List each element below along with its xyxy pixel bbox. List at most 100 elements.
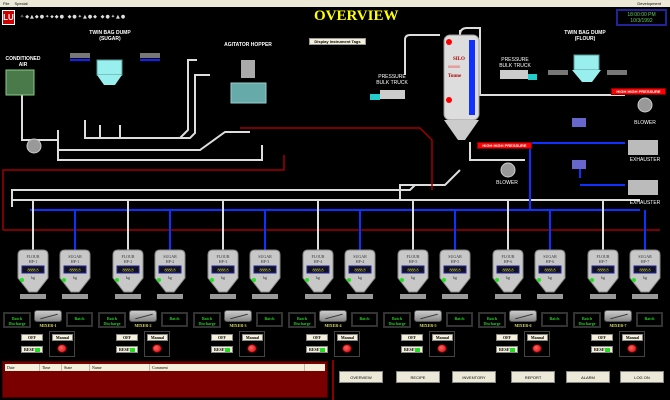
- mixer-unit-3: Batch Discharge MIXER-3 Batch OFF RESET …: [193, 300, 288, 358]
- sugar-hopper-label: HP-3: [261, 259, 269, 264]
- reset-button[interactable]: RESET: [211, 346, 233, 353]
- off-button[interactable]: OFF: [591, 334, 613, 341]
- batch-discharge-box[interactable]: Batch Discharge: [573, 312, 601, 328]
- screw-conveyor: [115, 294, 141, 299]
- weight-unit: kg: [126, 275, 130, 280]
- reset-button[interactable]: RESET: [496, 346, 518, 353]
- status-glyphs: ✧◆▲◆●✦⬥◆● ◆●✦▲●◆ ◆●✦▲●: [20, 14, 127, 20]
- mixer-label: MIXER-3: [229, 323, 247, 328]
- reset-button[interactable]: RESET: [21, 346, 43, 353]
- manual-button[interactable]: Manual: [242, 334, 263, 341]
- reset-button[interactable]: RESET: [306, 346, 328, 353]
- batch-discharge-box[interactable]: Batch Discharge: [478, 312, 506, 328]
- screw-conveyor: [347, 294, 373, 299]
- page-title: OVERVIEW: [314, 8, 399, 24]
- col-time[interactable]: Time: [40, 364, 62, 371]
- filter-icons: [572, 118, 586, 169]
- off-button[interactable]: OFF: [306, 334, 328, 341]
- batch-discharge-box[interactable]: Batch Discharge: [3, 312, 31, 328]
- batch-box[interactable]: Batch: [256, 312, 283, 327]
- environment-label: Development: [637, 1, 661, 6]
- twin-bag-dump-sugar-equipment: [70, 53, 160, 85]
- sugar-hopper-label: HP-6: [546, 259, 554, 264]
- nav-alarm-button[interactable]: ALARM: [566, 371, 610, 383]
- weight-reading: 8888.8: [640, 268, 651, 273]
- manual-button[interactable]: Manual: [52, 334, 73, 341]
- batch-discharge-box[interactable]: Batch Discharge: [193, 312, 221, 328]
- status-led: [62, 278, 66, 282]
- manual-button[interactable]: Manual: [622, 334, 643, 341]
- exhaust-header: [30, 142, 640, 211]
- blower-icons: [26, 97, 653, 178]
- manual-indicator-led[interactable]: [532, 344, 542, 353]
- nav-report-button[interactable]: REPORT: [511, 371, 555, 383]
- reset-led: [510, 348, 515, 352]
- manual-indicator-led[interactable]: [152, 344, 162, 353]
- off-button[interactable]: OFF: [21, 334, 43, 341]
- off-button[interactable]: OFF: [496, 334, 518, 341]
- menu-file[interactable]: File: [3, 1, 10, 6]
- off-button[interactable]: OFF: [116, 334, 138, 341]
- manual-button[interactable]: Manual: [337, 334, 358, 341]
- col-state[interactable]: State: [62, 364, 90, 371]
- status-led: [632, 278, 636, 282]
- weight-display: [211, 265, 235, 274]
- reset-label: RESET: [309, 347, 323, 352]
- alarm-high-high-pressure-flour[interactable]: HIGH HIGH PRESSURE: [611, 88, 666, 95]
- off-button[interactable]: OFF: [401, 334, 423, 341]
- batch-box[interactable]: Batch: [636, 312, 663, 327]
- manual-button[interactable]: Manual: [432, 334, 453, 341]
- batch-discharge-box[interactable]: Batch Discharge: [98, 312, 126, 328]
- batch-discharge-box[interactable]: Batch Discharge: [383, 312, 411, 328]
- reset-button[interactable]: RESET: [591, 346, 613, 353]
- display-instrument-tags-button[interactable]: Display Instrument Tags: [309, 38, 366, 45]
- weight-reading: 8888.8: [28, 268, 39, 273]
- weight-display: [633, 265, 657, 274]
- sugar-hopper-label: HP-4: [356, 259, 364, 264]
- manual-indicator-led[interactable]: [437, 344, 447, 353]
- off-button[interactable]: OFF: [211, 334, 233, 341]
- weight-unit: kg: [548, 275, 552, 280]
- reset-led: [35, 348, 40, 352]
- manual-indicator-led[interactable]: [627, 344, 637, 353]
- status-led: [442, 278, 446, 282]
- exhauster-icon: [628, 180, 658, 195]
- screw-conveyor: [62, 294, 88, 299]
- manual-indicator-led[interactable]: [342, 344, 352, 353]
- col-comment[interactable]: Comment: [150, 364, 305, 371]
- batch-box[interactable]: Batch: [446, 312, 473, 327]
- weight-unit: kg: [31, 275, 35, 280]
- menu-special[interactable]: Special: [14, 1, 28, 6]
- nav-inventory-button[interactable]: INVENTORY: [452, 371, 496, 383]
- flour-hopper-label: HP-2: [124, 259, 132, 264]
- reset-button[interactable]: RESET: [116, 346, 138, 353]
- mixer-icon: [129, 310, 157, 322]
- weight-reading: 8888.8: [218, 268, 229, 273]
- batch-box[interactable]: Batch: [351, 312, 378, 327]
- weight-unit: kg: [73, 275, 77, 280]
- col-date[interactable]: Date: [5, 364, 40, 371]
- batch-box[interactable]: Batch: [66, 312, 93, 327]
- batch-discharge-box[interactable]: Batch Discharge: [288, 312, 316, 328]
- nav-recipe-button[interactable]: RECIPE: [396, 371, 440, 383]
- sugar-hopper-label: HP-7: [641, 259, 649, 264]
- weight-unit: kg: [168, 275, 172, 280]
- manual-indicator-led[interactable]: [247, 344, 257, 353]
- col-name[interactable]: Name: [90, 364, 150, 371]
- batch-box[interactable]: Batch: [161, 312, 188, 327]
- reset-button[interactable]: RESET: [401, 346, 423, 353]
- silo-name: SILO: [453, 57, 465, 62]
- status-led: [157, 278, 161, 282]
- alarm-high-high-pressure-blower[interactable]: HIGH HIGH PRESSURE: [477, 142, 532, 149]
- manual-button[interactable]: Manual: [147, 334, 168, 341]
- weight-reading: 8888.8: [123, 268, 134, 273]
- nav-overview-button[interactable]: OVERVIEW: [339, 371, 383, 383]
- batch-box[interactable]: Batch: [541, 312, 568, 327]
- weight-reading: 8888.8: [70, 268, 81, 273]
- manual-indicator-led[interactable]: [57, 344, 67, 353]
- manual-button[interactable]: Manual: [527, 334, 548, 341]
- nav-log-on-button[interactable]: LOG ON: [620, 371, 664, 383]
